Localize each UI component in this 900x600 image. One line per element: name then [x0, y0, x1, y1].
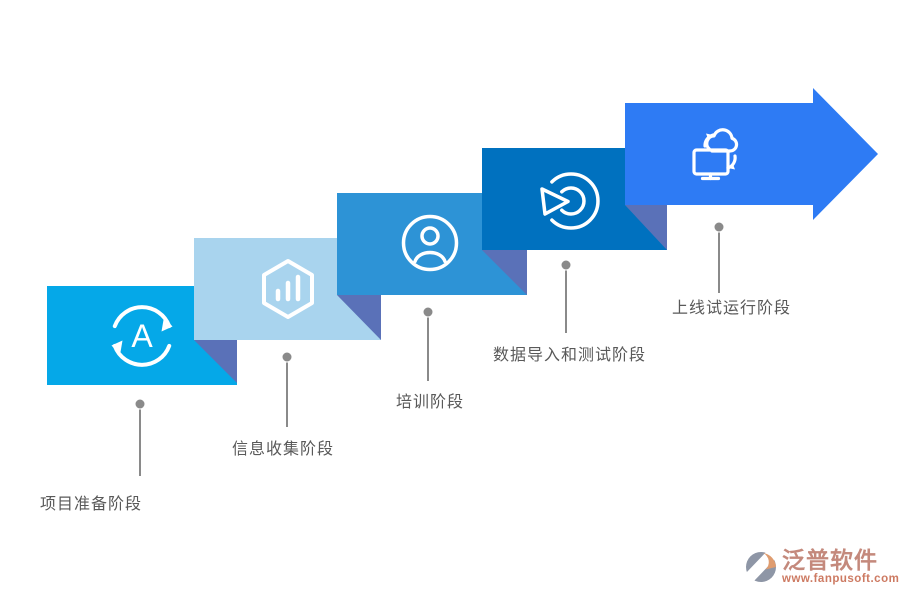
connector-dot — [282, 352, 292, 362]
stage-block-5-arrow — [625, 88, 878, 220]
user-circle-icon — [401, 214, 459, 272]
stage-label-2: 信息收集阶段 — [232, 441, 335, 458]
fold-triangle-3 — [337, 295, 381, 340]
hexagon-bar-chart-icon — [262, 259, 314, 319]
stage-label-1: 项目准备阶段 — [40, 496, 143, 513]
fanpu-logo-icon — [745, 549, 777, 582]
brand-url: www.fanpusoft.com — [782, 573, 900, 585]
stage-connector-4 — [561, 260, 571, 333]
cloud-sync-monitor-icon — [692, 128, 739, 181]
brand-name: 泛普软件 — [782, 547, 878, 573]
connector-dot — [423, 307, 433, 317]
connector-dot — [714, 222, 724, 232]
stage-label-5: 上线试运行阶段 — [672, 300, 792, 317]
stage-connector-2 — [282, 352, 292, 427]
icon-letter: A — [131, 318, 153, 354]
stage-connector-5 — [714, 222, 724, 293]
fold-triangle-2 — [194, 340, 237, 383]
fold-triangle-5 — [625, 205, 667, 250]
connector-dot — [561, 260, 571, 270]
brand-watermark: 泛普软件 www.fanpusoft.com — [744, 548, 899, 586]
stage-label-3: 培训阶段 — [396, 394, 465, 411]
stage-connector-3 — [423, 307, 433, 381]
pie-arc-icon — [540, 172, 600, 230]
refresh-a-icon: A — [111, 305, 173, 367]
fold-triangle-4 — [482, 250, 527, 295]
connector-dot — [135, 399, 145, 409]
stage-label-4: 数据导入和测试阶段 — [493, 347, 647, 364]
stage-connector-1 — [135, 399, 145, 476]
